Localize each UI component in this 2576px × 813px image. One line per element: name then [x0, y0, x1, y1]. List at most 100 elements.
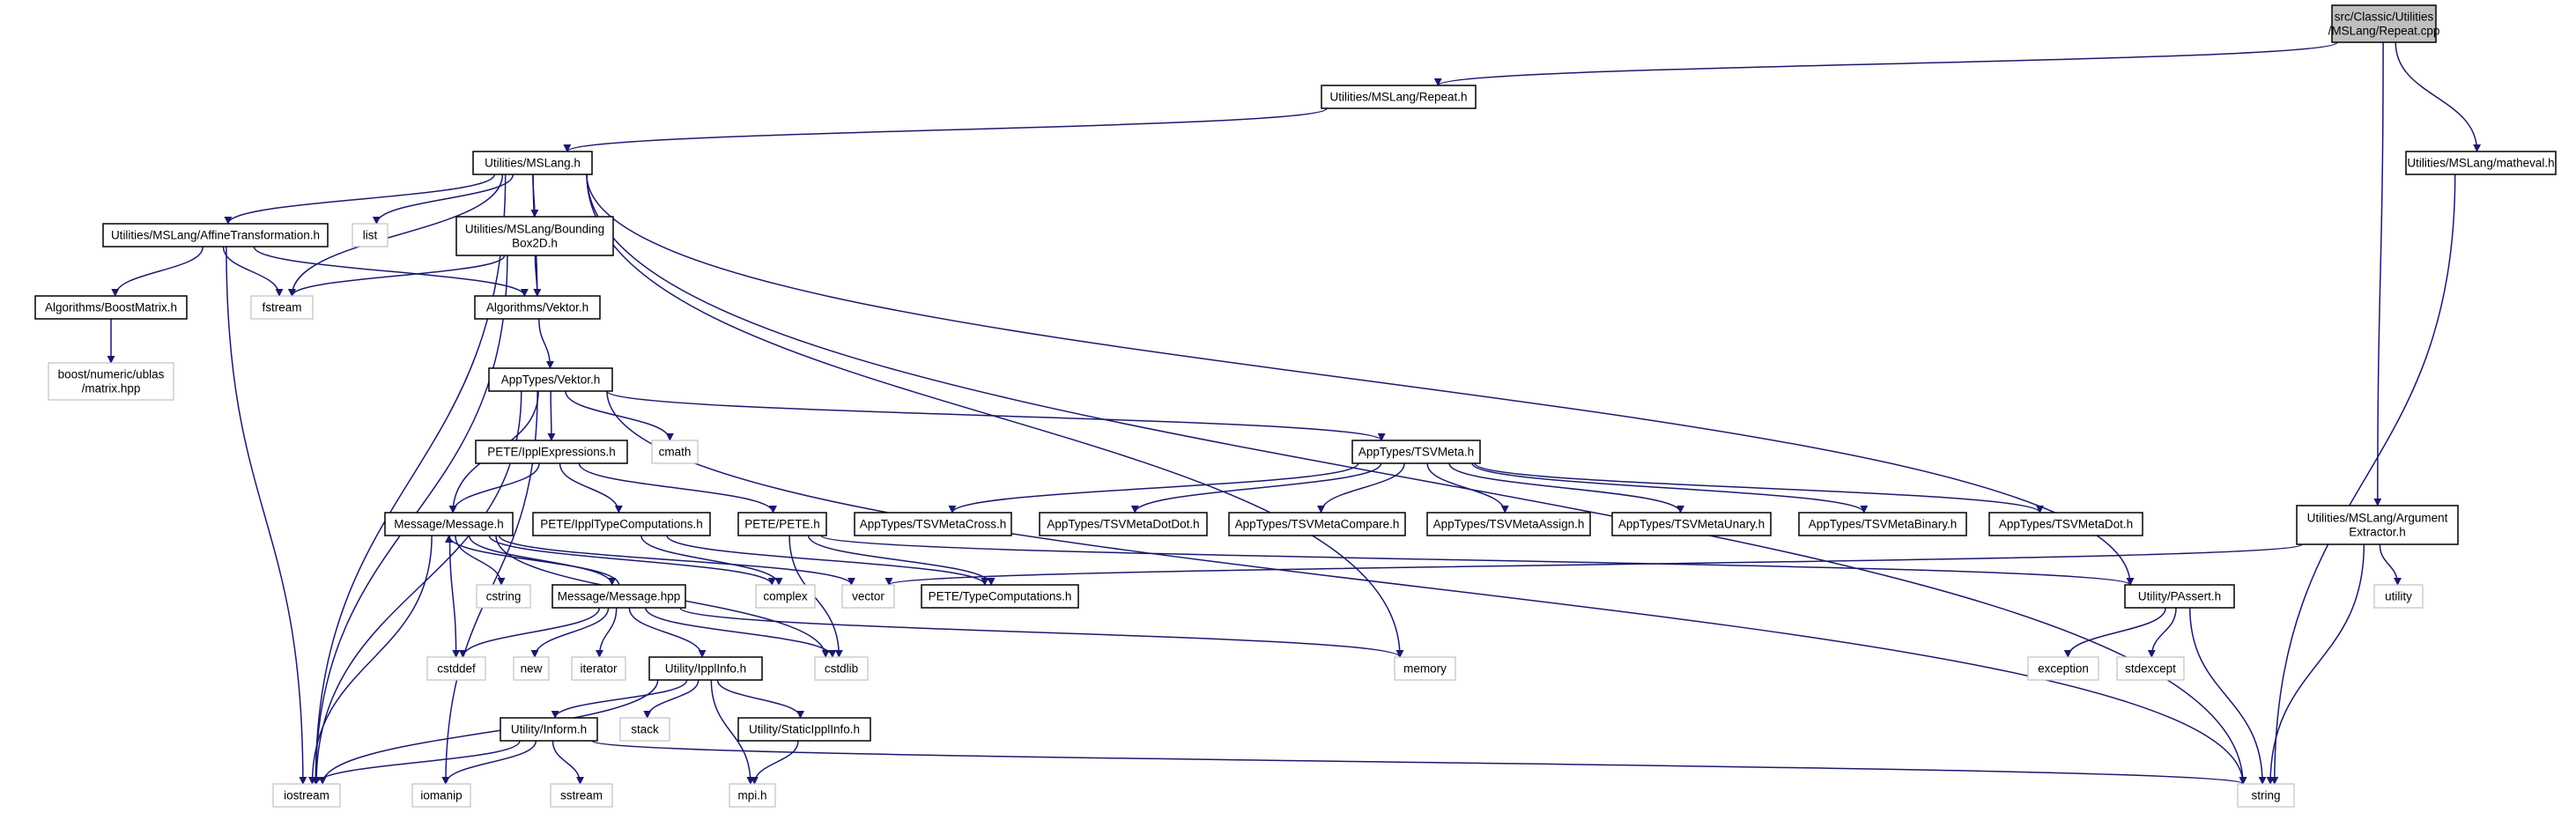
node-tsvmeta_h[interactable]: AppTypes/TSVMeta.h: [1351, 440, 1481, 464]
edge-matheval_h-to-string: [2270, 174, 2456, 785]
node-tsv_dotdot[interactable]: AppTypes/TSVMetaDotDot.h: [1039, 512, 1208, 536]
node-message_h[interactable]: Message/Message.h: [384, 512, 514, 536]
edge-root-to-repeat_h: [1434, 41, 2338, 86]
edge-ipplinfo_h-to-inform_h: [551, 679, 688, 719]
node-label: AppTypes/TSVMetaAssign.h: [1433, 518, 1585, 531]
node-label: Algorithms/Vektor.h: [486, 301, 588, 314]
node-apptypes_vektor[interactable]: AppTypes/Vektor.h: [488, 367, 613, 392]
edge-root-to-matheval_h: [2395, 41, 2482, 152]
node-tsv_cross[interactable]: AppTypes/TSVMetaCross.h: [854, 512, 1012, 536]
edge-tsvmeta_h-to-tsv_cross: [948, 462, 1359, 514]
node-label: cmath: [659, 446, 692, 459]
node-tsv_compare[interactable]: AppTypes/TSVMetaCompare.h: [1228, 512, 1406, 536]
node-tsv_dot[interactable]: AppTypes/TSVMetaDot.h: [1988, 512, 2143, 536]
node-box: [1228, 512, 1406, 536]
node-box: [2124, 584, 2235, 609]
node-box: [455, 216, 614, 256]
node-ipplinfo_h[interactable]: Utility/IpplInfo.h: [648, 656, 763, 681]
node-vektor_h[interactable]: Algorithms/Vektor.h: [474, 295, 601, 320]
edge-mslang_h-to-passert_h: [586, 174, 2135, 586]
node-message_hpp[interactable]: Message/Message.hpp: [551, 584, 686, 609]
node-box: [651, 440, 699, 464]
node-box: [2373, 584, 2424, 609]
edge-message_h-to-message_hpp: [468, 535, 617, 586]
node-label: cstring: [486, 590, 522, 603]
edge-message_hpp-to-message_h: [445, 535, 620, 586]
edges-layer: [107, 41, 2482, 785]
node-mslang_h[interactable]: Utilities/MSLang.h: [472, 151, 593, 175]
node-box: [2027, 656, 2099, 681]
node-ublas: boost/numeric/ublas/matrix.hpp: [48, 362, 174, 401]
node-tsv_unary[interactable]: AppTypes/TSVMetaUnary.h: [1611, 512, 1772, 536]
node-staticippl_h[interactable]: Utility/StaticIpplInfo.h: [737, 717, 871, 742]
edge-ipplinfo_h-to-stack: [643, 679, 700, 719]
edge-tsvmeta_h-to-tsv_dot: [1474, 462, 2044, 514]
node-label: mpi.h: [737, 789, 766, 802]
node-label: iomanip: [420, 789, 462, 802]
node-sstream: sstream: [550, 783, 613, 808]
node-utility: utility: [2373, 584, 2424, 609]
node-label: fstream: [262, 301, 301, 314]
node-box: [48, 362, 174, 401]
node-string: string: [2237, 783, 2295, 808]
node-box: [1321, 85, 1477, 109]
node-tsv_assign[interactable]: AppTypes/TSVMetaAssign.h: [1426, 512, 1591, 536]
edge-tsvmeta_h-to-tsv_compare: [1317, 462, 1405, 514]
node-box: [1798, 512, 1967, 536]
node-label: string: [2251, 789, 2280, 802]
node-label: src/Classic/Utilities: [2335, 11, 2434, 24]
nodes-layer: src/Classic/Utilities/MSLang/Repeat.cppU…: [34, 4, 2557, 808]
node-mpi_h: mpi.h: [729, 783, 776, 808]
node-box: [814, 656, 869, 681]
node-box: [532, 512, 711, 536]
node-pete_h[interactable]: PETE/PETE.h: [737, 512, 827, 536]
node-cstring: cstring: [476, 584, 531, 609]
node-affine_h[interactable]: Utilities/MSLang/AffineTransformation.h: [102, 223, 329, 248]
node-label: Extractor.h: [2349, 526, 2406, 539]
node-box: [729, 783, 776, 808]
edge-ippltypecomp_h-to-typecomp_h: [666, 535, 989, 586]
node-label: cstdlib: [825, 662, 858, 676]
node-matheval_h[interactable]: Utilities/MSLang/matheval.h: [2405, 151, 2557, 175]
node-label: utility: [2385, 590, 2412, 603]
node-box: [475, 440, 628, 464]
node-label: list: [363, 229, 378, 242]
node-label: Algorithms/BoostMatrix.h: [45, 301, 177, 314]
node-inform_h[interactable]: Utility/Inform.h: [500, 717, 598, 742]
node-typecomp_h[interactable]: PETE/TypeComputations.h: [921, 584, 1079, 609]
node-box: [755, 584, 816, 609]
edge-bbox_h-to-vektor_h: [533, 255, 542, 297]
edge-vektor_h-to-apptypes_vektor: [538, 318, 554, 369]
node-ipplexpr_h[interactable]: PETE/IpplExpressions.h: [475, 440, 628, 464]
node-label: Message/Message.hpp: [558, 590, 681, 603]
node-box: [921, 584, 1079, 609]
edge-affine_h-to-vektor_h: [253, 246, 529, 297]
node-label: Box2D.h: [512, 237, 558, 250]
node-box: [551, 584, 686, 609]
node-label: iostream: [284, 789, 329, 802]
edge-apptypes_vektor-to-cmath: [565, 390, 674, 441]
edge-ipplinfo_h-to-iostream: [318, 679, 659, 785]
edge-ippltypecomp_h-to-complex: [640, 535, 783, 586]
node-iomanip: iomanip: [411, 783, 471, 808]
node-label: Utilities/MSLang/Bounding: [465, 223, 604, 236]
node-ippltypecomp_h[interactable]: PETE/IpplTypeComputations.h: [532, 512, 711, 536]
node-new: new: [513, 656, 550, 681]
node-label: Utility/Inform.h: [511, 723, 587, 736]
node-label: AppTypes/TSVMetaDotDot.h: [1047, 518, 1199, 531]
node-label: AppTypes/TSVMetaCross.h: [860, 518, 1007, 531]
node-root[interactable]: src/Classic/Utilities/MSLang/Repeat.cpp: [2328, 4, 2440, 43]
node-label: stdexcept: [2125, 662, 2176, 676]
edge-passert_h-to-stdexcept: [2147, 607, 2177, 658]
node-label: iterator: [580, 662, 618, 676]
node-passert_h[interactable]: Utility/PAssert.h: [2124, 584, 2235, 609]
node-tsv_binary[interactable]: AppTypes/TSVMetaBinary.h: [1798, 512, 1967, 536]
edge-repeat_h-to-mslang_h: [563, 107, 1328, 152]
edge-ipplexpr_h-to-message_h: [448, 462, 540, 514]
node-boostmatrix_h[interactable]: Algorithms/BoostMatrix.h: [34, 295, 188, 320]
edge-ipplinfo_h-to-staticippl_h: [716, 679, 804, 719]
node-repeat_h[interactable]: Utilities/MSLang/Repeat.h: [1321, 85, 1477, 109]
node-box: [513, 656, 550, 681]
